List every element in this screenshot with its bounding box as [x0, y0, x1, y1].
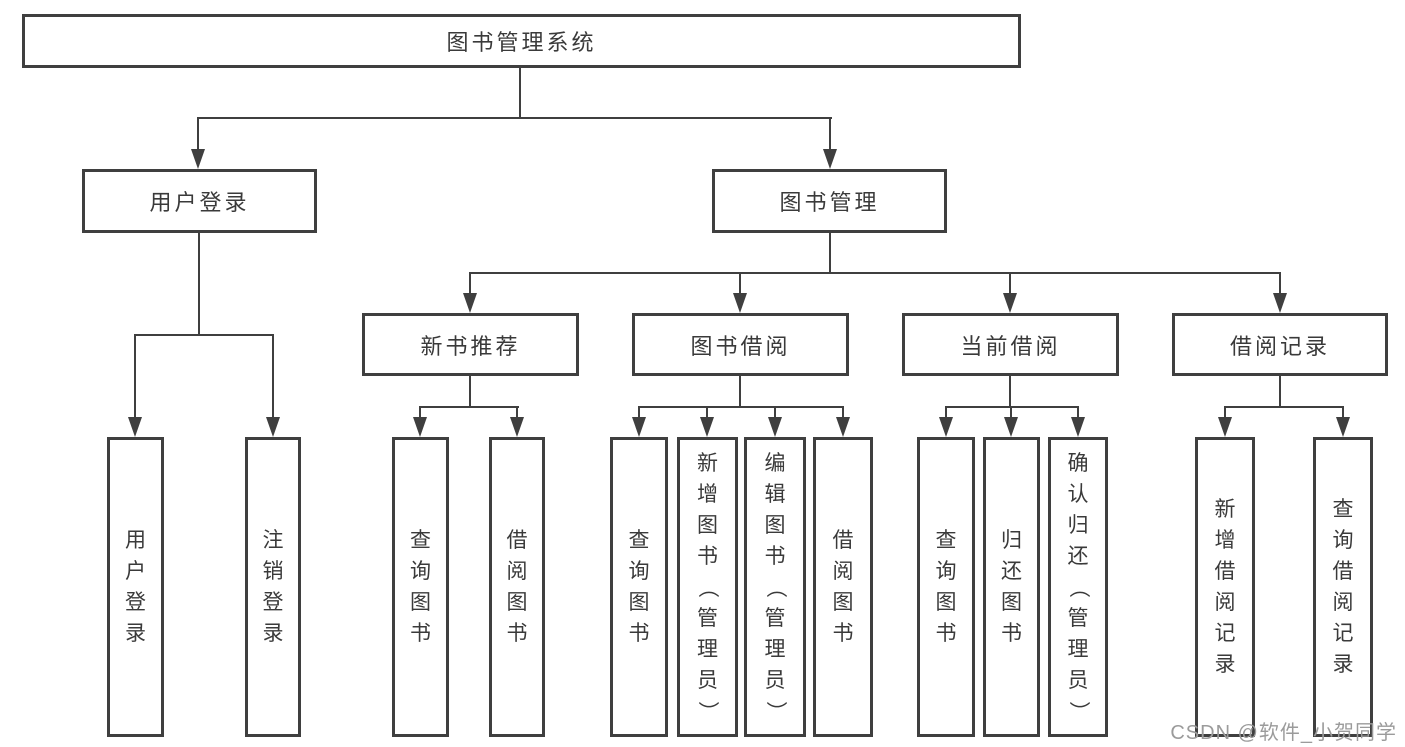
connector-line	[1224, 406, 1344, 408]
leaf-confirm-return-admin: 确认归还（管理员）	[1048, 437, 1108, 737]
leaf-borrow-books-recommend-label: 借阅图书	[506, 529, 528, 645]
connector-line	[516, 406, 518, 419]
leaf-logout-label: 注销登录	[262, 529, 284, 645]
connector-line	[197, 117, 832, 119]
arrow-down-icon	[463, 293, 477, 313]
arrow-down-icon	[413, 417, 427, 437]
leaf-query-borrow-record: 查询借阅记录	[1313, 437, 1373, 737]
leaf-add-borrow-record-label: 新增借阅记录	[1214, 498, 1236, 676]
leaf-query-books-current: 查询图书	[917, 437, 975, 737]
arrow-down-icon	[510, 417, 524, 437]
leaf-query-books-borrowing-label: 查询图书	[628, 529, 650, 645]
node-book-management: 图书管理	[712, 169, 947, 233]
connector-line	[1010, 406, 1012, 419]
leaf-edit-book-admin: 编辑图书（管理员）	[744, 437, 806, 737]
connector-line	[945, 406, 1079, 408]
arrow-down-icon	[1218, 417, 1232, 437]
connector-line	[774, 406, 776, 419]
arrow-down-icon	[733, 293, 747, 313]
watermark: CSDN @软件_小贺同学	[1170, 722, 1397, 744]
node-book-borrowing: 图书借阅	[632, 313, 849, 376]
leaf-borrow-books-recommend: 借阅图书	[489, 437, 545, 737]
leaf-add-book-admin: 新增图书（管理员）	[677, 437, 738, 737]
arrow-down-icon	[1003, 293, 1017, 313]
node-user-login-label: 用户登录	[149, 190, 250, 215]
connector-line	[272, 334, 274, 418]
connector-line	[829, 117, 831, 150]
node-current-borrowing: 当前借阅	[902, 313, 1119, 376]
node-current-borrowing-label: 当前借阅	[960, 333, 1061, 359]
arrow-down-icon	[632, 417, 646, 437]
arrow-down-icon	[700, 417, 714, 437]
connector-line	[519, 68, 521, 118]
arrow-down-icon	[1071, 417, 1085, 437]
leaf-edit-book-admin-label: 编辑图书（管理员）	[763, 451, 787, 722]
leaf-borrow-books-borrowing-label: 借阅图书	[832, 529, 854, 645]
connector-line	[1279, 272, 1281, 294]
leaf-user-login-label: 用户登录	[125, 529, 146, 645]
node-root-label: 图书管理系统	[446, 30, 597, 55]
connector-line	[469, 272, 471, 294]
node-user-login: 用户登录	[82, 169, 317, 233]
connector-line	[1009, 376, 1011, 407]
connector-line	[469, 376, 471, 407]
node-new-book-recommend: 新书推荐	[362, 313, 579, 376]
connector-line	[829, 233, 831, 274]
connector-line	[945, 406, 947, 419]
arrow-down-icon	[939, 417, 953, 437]
node-borrowing-records-label: 借阅记录	[1229, 333, 1330, 359]
arrow-down-icon	[1273, 293, 1287, 313]
leaf-query-books-current-label: 查询图书	[935, 529, 957, 645]
arrow-down-icon	[823, 149, 837, 169]
leaf-query-books-borrowing: 查询图书	[610, 437, 668, 737]
node-book-management-label: 图书管理	[779, 190, 880, 215]
node-book-borrowing-label: 图书借阅	[690, 333, 791, 359]
arrow-down-icon	[1004, 417, 1018, 437]
connector-line	[638, 406, 640, 419]
leaf-query-borrow-record-label: 查询借阅记录	[1332, 498, 1354, 676]
connector-line	[419, 406, 421, 419]
connector-line	[1342, 406, 1344, 419]
leaf-user-login: 用户登录	[107, 437, 164, 737]
arrow-down-icon	[1336, 417, 1350, 437]
connector-line	[638, 406, 844, 408]
connector-line	[1009, 272, 1011, 294]
connector-line	[842, 406, 844, 419]
connector-line	[739, 272, 741, 294]
leaf-return-books-label: 归还图书	[1001, 529, 1022, 645]
connector-line	[469, 272, 1281, 274]
arrow-down-icon	[836, 417, 850, 437]
leaf-query-books-recommend-label: 查询图书	[410, 529, 431, 645]
connector-line	[198, 233, 200, 335]
connector-line	[706, 406, 708, 419]
connector-line	[1224, 406, 1226, 419]
leaf-confirm-return-admin-label: 确认归还（管理员）	[1066, 451, 1090, 722]
connector-line	[419, 406, 519, 408]
arrow-down-icon	[128, 417, 142, 437]
leaf-return-books: 归还图书	[983, 437, 1040, 737]
leaf-borrow-books-borrowing: 借阅图书	[813, 437, 873, 737]
connector-line	[1279, 376, 1281, 407]
leaf-query-books-recommend: 查询图书	[392, 437, 449, 737]
node-new-book-recommend-label: 新书推荐	[420, 333, 521, 359]
leaf-logout: 注销登录	[245, 437, 301, 737]
connector-line	[134, 334, 274, 336]
connector-line	[197, 117, 199, 150]
connector-line	[739, 376, 741, 407]
leaf-add-borrow-record: 新增借阅记录	[1195, 437, 1255, 737]
connector-line	[1077, 406, 1079, 419]
arrow-down-icon	[266, 417, 280, 437]
leaf-add-book-admin-label: 新增图书（管理员）	[696, 451, 719, 722]
node-root: 图书管理系统	[22, 14, 1021, 68]
node-borrowing-records: 借阅记录	[1172, 313, 1388, 376]
arrow-down-icon	[191, 149, 205, 169]
connector-line	[134, 334, 136, 418]
arrow-down-icon	[768, 417, 782, 437]
